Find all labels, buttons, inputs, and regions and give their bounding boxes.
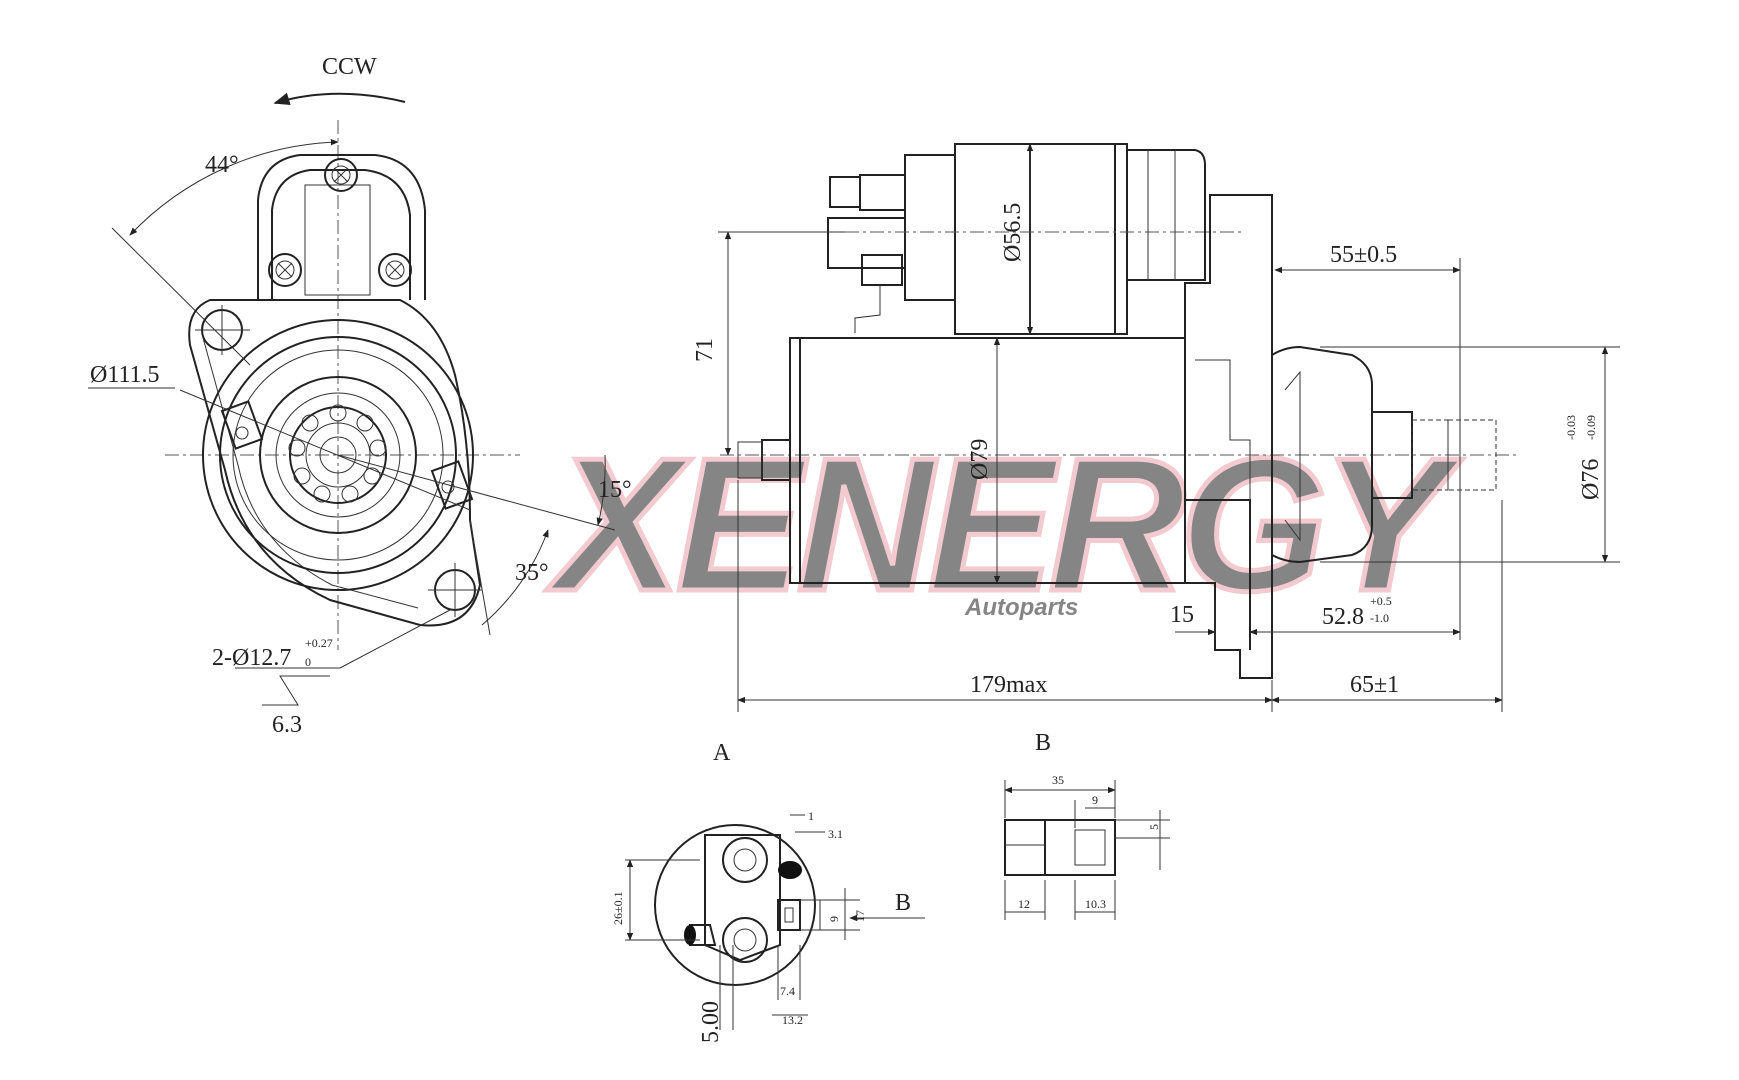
dim-52-tol-upper: +0.5: [1370, 594, 1392, 608]
dim-a-26: 26±0.1: [611, 891, 625, 925]
terminal-a-lower: [722, 917, 768, 963]
dim-a-500: 5.00: [698, 1001, 724, 1043]
screw-left: [268, 253, 302, 287]
connector-b-body: [1004, 819, 1116, 876]
dim-b-5: 5: [1147, 824, 1161, 830]
mounting-flange: [188, 299, 482, 627]
ccw-arrow: [273, 92, 406, 105]
dim-56-label: Ø56.5: [1000, 203, 1026, 262]
view-a: A 1 3.1 26±0.1 9 17 B 7.4 5.00: [611, 740, 925, 1043]
dim-b-103: 10.3: [1085, 897, 1106, 911]
dim-76-tol-lower: -0.09: [1584, 415, 1598, 440]
dim-65-label: 65±1: [1350, 672, 1399, 698]
angle-44-label: 44°: [205, 152, 239, 178]
pin-marker: [778, 861, 802, 879]
watermark-sub: Autoparts: [964, 594, 1078, 621]
shaft-center: [319, 436, 357, 474]
side-view: 71 Ø56.5 Ø79 55±0.5 Ø76 -0.03 -0.09 15 5…: [692, 143, 1620, 712]
watermark-registered: ®: [1155, 500, 1172, 525]
dim-a-1: 1: [808, 809, 814, 823]
dim-76-tol-upper: -0.03: [1564, 415, 1578, 440]
motor-body: [789, 337, 1186, 584]
angle-35-label: 35°: [515, 560, 549, 586]
dim-b-9: 9: [1092, 793, 1098, 807]
diameter-111-label: Ø111.5: [90, 362, 160, 388]
watermark-brand: XENERGY: [546, 419, 1463, 631]
terminal-small: [861, 254, 903, 286]
angle-15-label: 15°: [598, 477, 632, 503]
view-a-title: A: [713, 740, 731, 766]
view-b-title: B: [1035, 730, 1051, 756]
flange-bolt-right: [430, 460, 474, 510]
dim-76-label: Ø76: [1578, 459, 1604, 500]
view-b: B 35 9 5 12 10.3: [1004, 730, 1170, 920]
view-a-ref-b: B: [895, 890, 911, 916]
dim-79-label: Ø79: [967, 439, 993, 480]
dim-b-35: 35: [1052, 773, 1064, 787]
dim-a-9: 9: [827, 916, 841, 922]
flange-bolt-left: [220, 400, 264, 450]
dim-52-label: 52.8: [1322, 604, 1364, 630]
terminal-a-upper: [722, 837, 768, 883]
flange-ring-outer: [202, 319, 474, 591]
dim-15-label: 15: [1170, 602, 1194, 628]
dim-b-12: 12: [1018, 897, 1030, 911]
front-view: CCW 44°: [88, 54, 632, 738]
dim-a-74: 7.4: [780, 984, 795, 998]
holes-tol-lower: 0: [305, 655, 311, 669]
holes-label: 2-Ø12.7: [212, 645, 291, 671]
pinion-gear: [289, 406, 387, 504]
dim-a-17: 17: [853, 910, 867, 922]
dim-a-31: 3.1: [828, 827, 843, 841]
dim-55-label: 55±0.5: [1330, 242, 1397, 268]
dim-71-label: 71: [692, 338, 718, 362]
screw-right: [378, 253, 412, 287]
rotation-label: CCW: [322, 54, 377, 80]
terminal-stud-top: [829, 176, 861, 208]
pinion-teeth: [288, 404, 387, 503]
pinion-housing: [1271, 345, 1373, 564]
connector-a-outline: [654, 824, 816, 986]
xenergy-watermark: XENERGY ® Autoparts: [544, 417, 1472, 634]
dim-52-tol-lower: -1.0: [1370, 611, 1389, 625]
roughness-label: 6.3: [272, 712, 302, 738]
dim-a-132: 13.2: [782, 1013, 803, 1027]
screw-top: [324, 158, 358, 192]
dim-179-label: 179max: [970, 672, 1047, 698]
solenoid-body: [954, 143, 1128, 335]
holes-tol-upper: +0.27: [305, 636, 333, 650]
